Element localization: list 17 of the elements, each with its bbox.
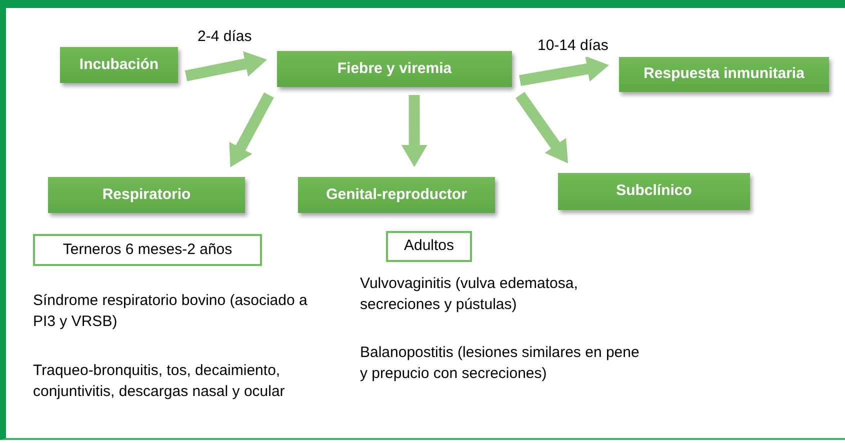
description-text: Síndrome respiratorio bovino (asociado a PI3 y VRSB) <box>33 291 308 332</box>
process-box: Respiratorio <box>48 177 245 213</box>
process-box: Respuesta inmunitaria <box>619 57 829 92</box>
arrow <box>516 92 568 164</box>
process-box: Genital-reproductor <box>298 177 495 213</box>
description-text: Vulvovaginitis (vulva edematosa, secreciones y pústulas) <box>360 274 579 315</box>
description-text: Traqueo-bronquitis, tos, decaimiento, conjuntivitis, descargas nasal y ocular <box>33 361 286 402</box>
arrow <box>519 56 610 86</box>
group-label-box: Adultos <box>386 231 472 262</box>
description-text: Balanopostitis (lesiones similares en pene y prepucio con secreciones) <box>360 343 640 384</box>
process-box: Fiebre y viremia <box>277 51 512 87</box>
arrow <box>401 95 428 167</box>
process-box: Subclínico <box>558 173 750 210</box>
arrow <box>184 51 268 82</box>
process-box: Incubación <box>60 47 178 83</box>
group-label-box: Terneros 6 meses-2 años <box>33 234 262 266</box>
arrow <box>229 92 274 168</box>
